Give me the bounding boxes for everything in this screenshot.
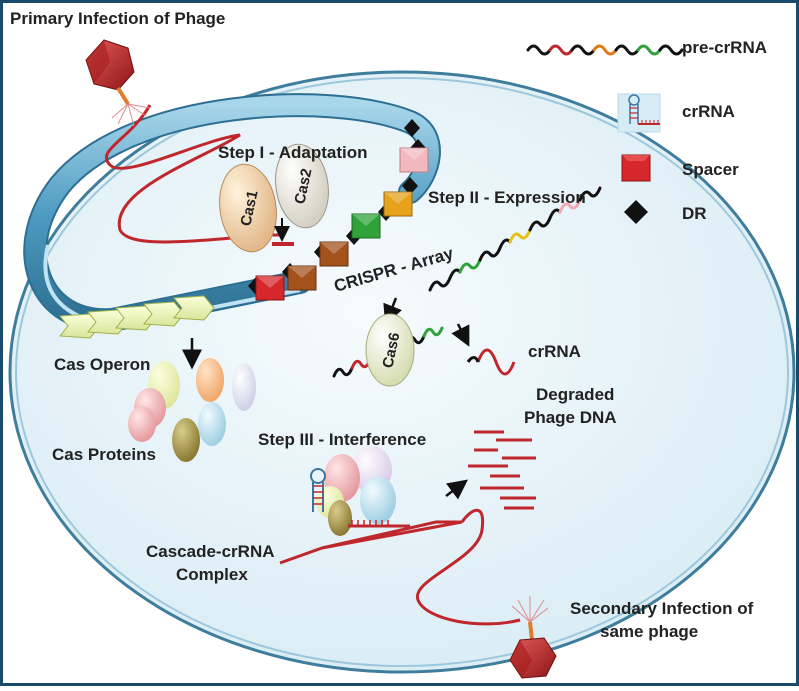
legend-wave-seg-3 [592, 44, 618, 56]
secondary-phage-dna [279, 508, 521, 626]
secondary-phage [509, 596, 557, 679]
legend-wave-seg-2 [570, 44, 596, 56]
spacer-shine-0 [256, 276, 284, 288]
primary-phage [85, 39, 151, 127]
main-wave-seg-6 [578, 186, 602, 202]
cascade-hairpin [310, 468, 326, 512]
cascade-label-line1: Cascade-crRNA [146, 542, 275, 561]
legend-wave-seg-1 [548, 44, 574, 56]
legend-dr-symbol [624, 200, 648, 224]
legend-spacer-symbol [621, 154, 651, 182]
main-wave-seg-1 [458, 258, 482, 274]
cas6-protein: Cas6 [365, 313, 415, 387]
step2-expression-label: Step II - Expression [428, 188, 586, 207]
cas-proteins-cluster [128, 358, 256, 462]
legend-wave-seg-5 [636, 44, 662, 56]
main-wave-seg-3 [508, 228, 532, 244]
spacer-5 [399, 147, 429, 173]
secondary-infection-title-line2: same phage [600, 622, 698, 641]
mature-crrna-dr [466, 356, 480, 363]
cas2-protein: Cas2 [275, 143, 329, 229]
main-wave-seg-4 [528, 208, 562, 232]
legend-pre-crrna-label: pre-crRNA [682, 38, 767, 57]
crrna-product-label: crRNA [528, 342, 581, 361]
step3-interference-label: Step III - Interference [258, 430, 426, 449]
cas-protein-olive [172, 418, 200, 462]
cas1-protein: Cas1 [219, 163, 277, 253]
spacer-shine-3 [352, 214, 380, 226]
legend-wave-seg-6 [658, 44, 684, 56]
dr-repeat-7 [404, 119, 420, 137]
spacer-shine-5 [400, 148, 428, 160]
cascade-complex [310, 446, 410, 536]
invading-phage-dna [104, 104, 271, 244]
cell-membrane-inner [15, 77, 789, 667]
legend-wave-seg-4 [614, 44, 640, 56]
legend-wave-seg-0 [526, 44, 552, 56]
spacer-0 [255, 275, 285, 301]
processing-arrow [451, 323, 470, 347]
spacer-shine-1 [288, 266, 316, 278]
cleaved-wave-seg-0 [332, 366, 354, 378]
cascade-label-line2: Complex [176, 565, 248, 584]
main-wave-seg-5 [558, 198, 582, 214]
cas-protein-pink-2 [128, 406, 156, 442]
spacer-4 [383, 191, 413, 217]
spacer-shine-2 [320, 242, 348, 254]
legend-spacer-label: Spacer [682, 160, 739, 179]
cas-protein-white [232, 363, 256, 411]
mature-crrna [476, 348, 516, 376]
spacer-shine-4 [384, 192, 412, 204]
legend-crrna-symbol [617, 93, 661, 133]
dr-repeat-5 [402, 177, 418, 195]
degraded-phage-dna [468, 430, 536, 510]
legend: pre-crRNA crRNA Spacer DR [526, 38, 767, 224]
main-wave-seg-0 [428, 268, 462, 292]
degradation-arrow [445, 479, 468, 500]
degraded-label-line2: Phage DNA [524, 408, 617, 427]
spacer-2 [319, 241, 349, 267]
step1-adaptation-label: Step I - Adaptation [218, 143, 368, 162]
degraded-label-line1: Degraded [536, 385, 614, 404]
cas-protein-peach [196, 358, 224, 402]
legend-crrna-label: crRNA [682, 102, 735, 121]
cas-proteins-label: Cas Proteins [52, 445, 156, 464]
main-wave-seg-2 [478, 238, 512, 262]
cas-protein-blue [198, 402, 226, 446]
spacer-3 [351, 213, 381, 239]
cleaved-wave-seg-1 [350, 358, 372, 370]
secondary-infection-title-line1: Secondary Infection of [570, 599, 754, 618]
cas-gene-arrow-3 [143, 301, 185, 327]
genome-backbone [25, 95, 439, 331]
cleaved-wave-seg-5 [422, 326, 444, 338]
cas-operon [59, 295, 215, 339]
primary-infection-title: Primary Infection of Phage [10, 9, 225, 28]
pre-crrna-transcript [428, 186, 602, 292]
cas-operon-label: Cas Operon [54, 355, 150, 374]
spacer-1 [287, 265, 317, 291]
legend-dr-label: DR [682, 204, 707, 223]
crispr-array [248, 119, 429, 301]
cas-gene-arrow-4 [173, 295, 215, 321]
legend-pre-crrna-symbol [526, 44, 684, 56]
